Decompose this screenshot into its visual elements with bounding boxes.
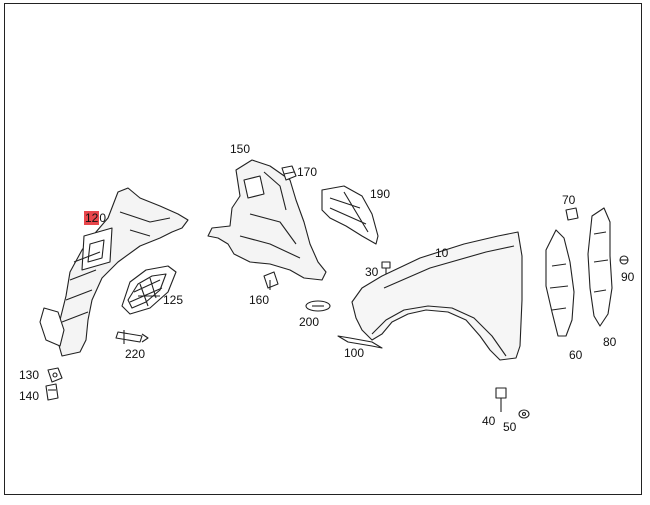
clip-130-part[interactable] [47, 367, 63, 383]
callout-130[interactable]: 130 [19, 368, 40, 382]
inner-liner-part[interactable] [207, 159, 327, 281]
callout-160[interactable]: 160 [249, 293, 270, 307]
callout-10[interactable]: 10 [435, 246, 449, 260]
callout-200[interactable]: 200 [299, 315, 320, 329]
callout-170[interactable]: 170 [297, 165, 318, 179]
bracket-60-part[interactable] [545, 229, 575, 337]
callout-220[interactable]: 220 [125, 347, 146, 361]
clip-140-part[interactable] [45, 383, 59, 401]
callout-190[interactable]: 190 [370, 187, 391, 201]
strut-80-part[interactable] [587, 207, 613, 327]
bolt-40-part[interactable] [495, 387, 507, 412]
callout-120[interactable]: 120 [84, 209, 106, 227]
cap-200-part[interactable] [305, 300, 331, 312]
seal-190-part[interactable] [321, 185, 379, 245]
screw-90-part[interactable] [619, 255, 629, 265]
callout-100[interactable]: 100 [344, 346, 365, 360]
callout-30[interactable]: 30 [365, 265, 379, 279]
callout-125[interactable]: 125 [163, 293, 184, 307]
clip-160-part[interactable] [263, 271, 279, 290]
callout-80[interactable]: 80 [603, 335, 617, 349]
callout-50[interactable]: 50 [503, 420, 517, 434]
callout-90[interactable]: 90 [621, 270, 635, 284]
grille-insert-part[interactable] [121, 265, 177, 315]
fender-part[interactable] [351, 231, 523, 361]
rivet-220-part[interactable] [115, 330, 149, 344]
callout-70[interactable]: 70 [562, 193, 576, 207]
clip-170-part[interactable] [281, 165, 297, 181]
wheel-arch-liner-part[interactable] [39, 187, 189, 357]
callout-150[interactable]: 150 [230, 142, 251, 156]
clip-70-part[interactable] [565, 207, 579, 221]
callout-120-suffix: 0 [99, 211, 107, 225]
callout-60[interactable]: 60 [569, 348, 583, 362]
callout-40[interactable]: 40 [482, 414, 496, 428]
washer-50-part[interactable] [518, 409, 530, 419]
callout-140[interactable]: 140 [19, 389, 40, 403]
callout-120-highlight: 12 [84, 211, 100, 225]
molding-100-part[interactable] [337, 335, 383, 349]
